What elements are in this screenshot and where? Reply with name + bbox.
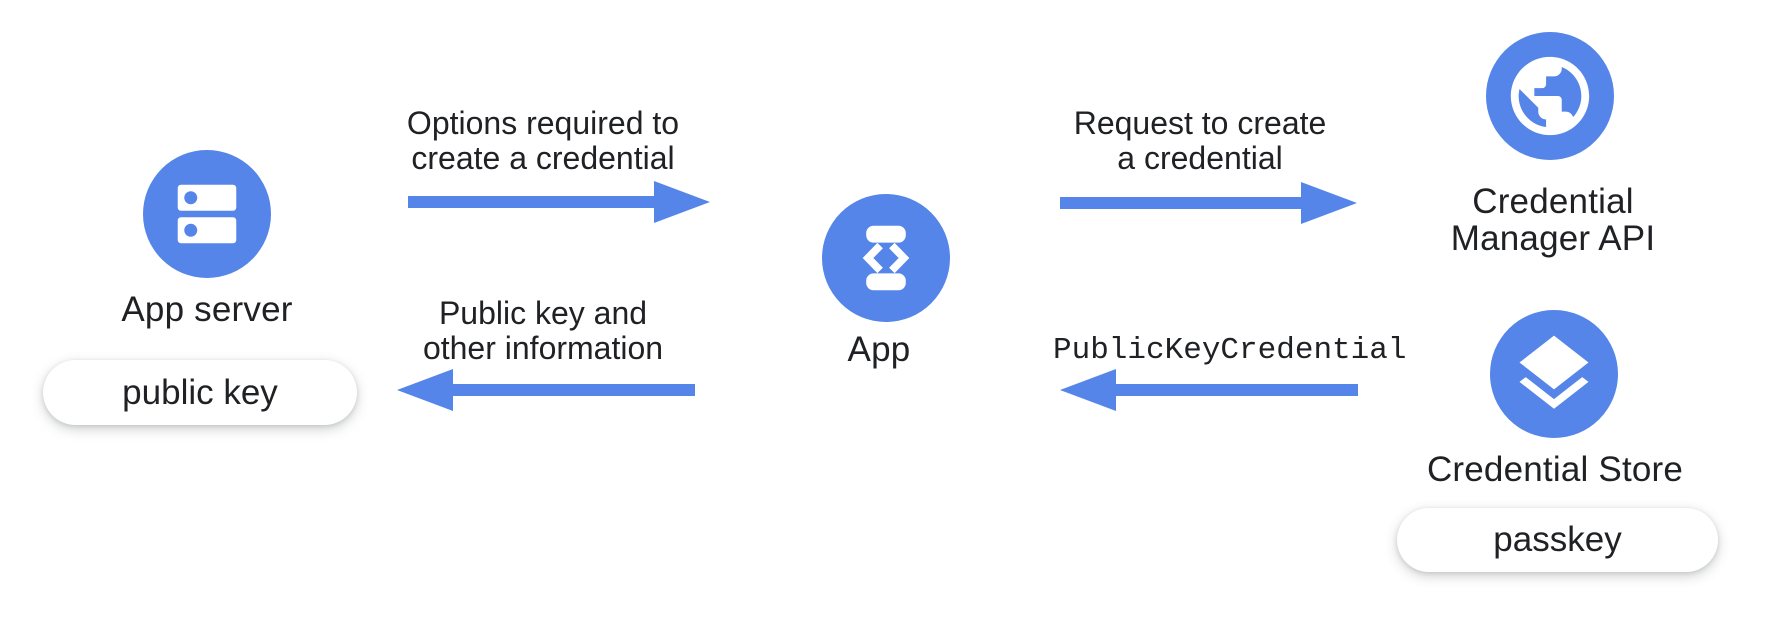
public-key-credential-arrow-label: PublicKeyCredential	[1053, 333, 1407, 368]
arrow-head-right-icon	[654, 181, 710, 223]
phone-code-icon	[862, 225, 910, 291]
credential-manager-api-label: Credential Manager API	[1450, 182, 1656, 258]
app-server-node	[143, 150, 271, 278]
options-arrow	[408, 180, 710, 224]
arrow-head-right-icon	[1301, 182, 1357, 224]
credential-store-node	[1490, 310, 1618, 438]
credential-manager-api-node	[1486, 32, 1614, 160]
public-key-info-arrow	[397, 368, 695, 412]
public-key-info-arrow-label: Public key and other information	[422, 295, 664, 366]
app-server-label: App server	[121, 290, 293, 329]
server-icon	[177, 184, 237, 244]
arrow-head-left-icon	[397, 369, 453, 411]
arrow-head-left-icon	[1060, 369, 1116, 411]
layers-icon	[1519, 335, 1589, 409]
request-arrow	[1060, 181, 1357, 225]
app-node	[822, 194, 950, 322]
public-key-badge-label: public key	[122, 372, 278, 412]
request-arrow-label: Request to create a credential	[1073, 105, 1327, 176]
public-key-credential-arrow	[1060, 368, 1358, 412]
credential-store-label: Credential Store	[1426, 450, 1684, 489]
app-label: App	[847, 330, 911, 369]
globe-icon	[1510, 56, 1590, 136]
passkey-badge: passkey	[1397, 508, 1718, 572]
options-arrow-label: Options required to create a credential	[406, 105, 680, 176]
public-key-badge: public key	[43, 360, 357, 425]
passkey-badge-label: passkey	[1493, 520, 1622, 559]
